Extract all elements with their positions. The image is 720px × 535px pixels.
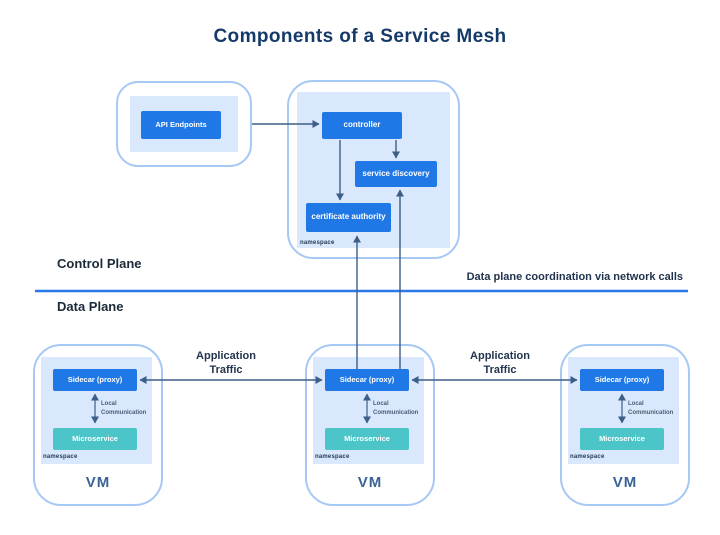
local-line: Communication bbox=[373, 410, 419, 416]
application-traffic-label-left: Application Traffic bbox=[166, 349, 286, 377]
traffic-line: Traffic bbox=[209, 364, 243, 376]
local-communication-label: Local Communication bbox=[628, 400, 673, 418]
namespace-label: namespace bbox=[300, 240, 335, 246]
local-line: Local bbox=[373, 401, 389, 407]
application-traffic-label-right: Application Traffic bbox=[440, 349, 560, 377]
sidecar-proxy-node: Sidecar (proxy) bbox=[325, 369, 409, 391]
vm-container-middle: Sidecar (proxy) Local Communication Micr… bbox=[305, 344, 435, 506]
microservice-node: Microservice bbox=[580, 428, 664, 450]
namespace-label: namespace bbox=[315, 454, 350, 460]
controller-node: controller bbox=[322, 112, 402, 139]
local-communication-label: Local Communication bbox=[373, 400, 418, 418]
api-endpoints-node: API Endpoints bbox=[141, 111, 221, 139]
local-line: Communication bbox=[628, 410, 674, 416]
traffic-line: Traffic bbox=[483, 364, 517, 376]
coordination-note: Data plane coordination via network call… bbox=[466, 271, 683, 283]
traffic-line: Application bbox=[470, 350, 530, 362]
vm-label: VM bbox=[85, 474, 111, 491]
microservice-node: Microservice bbox=[325, 428, 409, 450]
sidecar-proxy-node: Sidecar (proxy) bbox=[53, 369, 137, 391]
service-discovery-node: service discovery bbox=[355, 161, 437, 187]
certificate-authority-node: certificate authority bbox=[306, 203, 391, 232]
local-line: Communication bbox=[101, 410, 147, 416]
vm-label: VM bbox=[612, 474, 638, 491]
vm-container-left: Sidecar (proxy) Local Communication Micr… bbox=[33, 344, 163, 506]
namespace-label: namespace bbox=[43, 454, 78, 460]
diagram-title: Components of a Service Mesh bbox=[213, 26, 507, 47]
traffic-line: Application bbox=[196, 350, 256, 362]
local-line: Local bbox=[628, 401, 644, 407]
local-communication-label: Local Communication bbox=[101, 400, 146, 418]
microservice-node: Microservice bbox=[53, 428, 137, 450]
control-plane-label: Control Plane bbox=[57, 256, 142, 271]
sidecar-proxy-node: Sidecar (proxy) bbox=[580, 369, 664, 391]
vm-container-right: Sidecar (proxy) Local Communication Micr… bbox=[560, 344, 690, 506]
namespace-label: namespace bbox=[570, 454, 605, 460]
vm-label: VM bbox=[357, 474, 383, 491]
local-line: Local bbox=[101, 401, 117, 407]
data-plane-label: Data Plane bbox=[57, 299, 124, 314]
